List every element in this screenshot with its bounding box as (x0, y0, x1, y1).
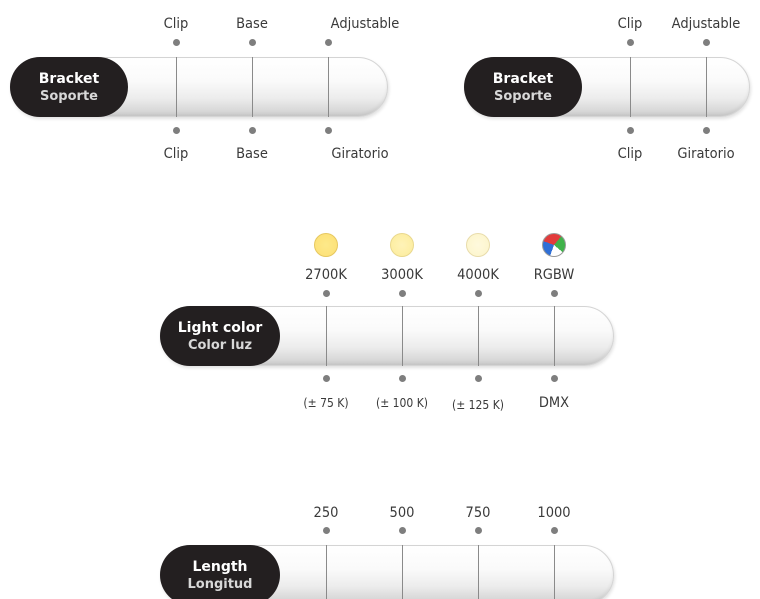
cool-white-swatch-icon (466, 233, 490, 257)
option-label-4000k[interactable]: 4000K (457, 267, 499, 283)
option-label-adjustable[interactable]: Adjustable (671, 16, 741, 32)
warm-white-swatch-icon (314, 233, 338, 257)
option-label-750[interactable]: 750 (465, 505, 491, 521)
option-dot (399, 375, 406, 382)
option-label-rgbw[interactable]: RGBW (533, 267, 575, 283)
option-dot (399, 527, 406, 534)
segment-divider (478, 545, 479, 599)
option-dot (399, 290, 406, 297)
badge-title: Bracket (38, 70, 100, 87)
selector-badge-bracket: Bracket Soporte (10, 57, 128, 117)
option-label-adjustable[interactable]: Adjustable (330, 16, 400, 32)
option-label-base[interactable]: Base (236, 16, 268, 32)
option-label-clip[interactable]: Clip (163, 146, 189, 162)
segment-divider (252, 57, 253, 117)
selector-badge-bracket: Bracket Soporte (464, 57, 582, 117)
segment-divider (402, 306, 403, 366)
badge-subtitle: Soporte (40, 88, 98, 104)
option-dot (173, 39, 180, 46)
option-label-250[interactable]: 250 (313, 505, 339, 521)
segment-divider (402, 545, 403, 599)
option-tolerance-100k[interactable]: (± 100 K) (375, 396, 428, 410)
option-label-1000[interactable]: 1000 (537, 505, 571, 521)
option-tolerance-125k[interactable]: (± 125 K) (451, 398, 504, 412)
option-dot (475, 290, 482, 297)
badge-subtitle: Longitud (187, 576, 253, 592)
badge-subtitle: Color luz (187, 337, 253, 353)
segment-divider (630, 57, 631, 117)
option-dot (249, 39, 256, 46)
option-label-base[interactable]: Base (236, 146, 268, 162)
rgbw-swatch-icon (542, 233, 566, 257)
option-dot (323, 290, 330, 297)
segment-divider (328, 57, 329, 117)
segment-divider (326, 545, 327, 599)
option-dot (703, 39, 710, 46)
badge-title: Light color (177, 319, 263, 336)
option-dot (703, 127, 710, 134)
option-dot (325, 39, 332, 46)
option-dot (627, 39, 634, 46)
segment-divider (554, 545, 555, 599)
segment-divider (326, 306, 327, 366)
selector-badge-length: Length Longitud (160, 545, 280, 599)
segment-divider (554, 306, 555, 366)
segment-divider (478, 306, 479, 366)
option-dot (551, 375, 558, 382)
option-dot (323, 375, 330, 382)
option-label-clip[interactable]: Clip (617, 16, 643, 32)
badge-subtitle: Soporte (494, 88, 552, 104)
option-dot (325, 127, 332, 134)
option-dot (249, 127, 256, 134)
selector-badge-light-color: Light color Color luz (160, 306, 280, 366)
option-label-dmx[interactable]: DMX (538, 395, 570, 411)
segment-divider (176, 57, 177, 117)
option-dot (173, 127, 180, 134)
option-dot (551, 527, 558, 534)
segment-divider (706, 57, 707, 117)
badge-title: Length (192, 558, 248, 575)
option-dot (475, 527, 482, 534)
option-tolerance-75k[interactable]: (± 75 K) (303, 396, 349, 410)
option-label-500[interactable]: 500 (389, 505, 415, 521)
option-dot (551, 290, 558, 297)
option-label-3000k[interactable]: 3000K (381, 267, 423, 283)
neutral-white-swatch-icon (390, 233, 414, 257)
option-label-giratorio[interactable]: Giratorio (331, 146, 389, 162)
badge-title: Bracket (492, 70, 554, 87)
option-dot (475, 375, 482, 382)
option-label-clip[interactable]: Clip (617, 146, 643, 162)
option-label-giratorio[interactable]: Giratorio (677, 146, 735, 162)
option-dot (323, 527, 330, 534)
option-label-clip[interactable]: Clip (163, 16, 189, 32)
option-label-2700k[interactable]: 2700K (305, 267, 347, 283)
option-dot (627, 127, 634, 134)
